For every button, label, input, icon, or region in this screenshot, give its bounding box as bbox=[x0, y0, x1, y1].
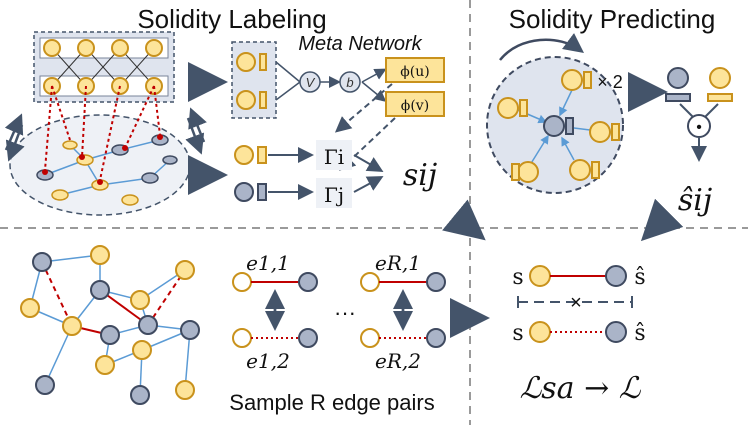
e11-label: e1,1 bbox=[246, 251, 290, 275]
gamma-i-label: Γi bbox=[324, 145, 344, 169]
sample-graph-disc bbox=[9, 85, 191, 216]
times-two-label: × 2 bbox=[597, 72, 623, 92]
sampled-graph bbox=[20, 245, 200, 405]
loss-block: s ŝ × s ŝ ℒsa → ℒ bbox=[512, 265, 646, 406]
node-b bbox=[339, 71, 361, 93]
layer-node bbox=[43, 39, 61, 57]
phi-v-label: ϕ(v) bbox=[401, 98, 429, 114]
edge-pair-1: e1,1 e1,2 bbox=[232, 251, 318, 373]
loss-s-bottom: s bbox=[512, 321, 523, 346]
solidity-predicting-title: Solidity Predicting bbox=[509, 4, 716, 34]
layer-row-top bbox=[39, 37, 169, 59]
layer-row-bottom bbox=[39, 75, 169, 97]
eR2-label: eR,2 bbox=[375, 349, 421, 373]
loss-s-top: s bbox=[512, 265, 523, 290]
phi-u-label: ϕ(u) bbox=[400, 64, 429, 80]
meta-network-label: Meta Network bbox=[298, 33, 422, 55]
phi-u-box bbox=[385, 57, 445, 83]
dot-op-label: • bbox=[696, 119, 702, 136]
loss-s-hat-bottom: ŝ bbox=[634, 321, 645, 346]
solidity-labeling-title: Solidity Labeling bbox=[137, 4, 326, 34]
eR1-label: eR,1 bbox=[375, 251, 421, 275]
loss-cross: × bbox=[570, 292, 582, 314]
gamma-j-box bbox=[316, 178, 352, 208]
meta-input-box bbox=[231, 41, 277, 119]
hypergraph-block bbox=[33, 31, 175, 103]
layer-node bbox=[145, 39, 163, 57]
node-v-label: V bbox=[306, 75, 316, 90]
edge-pair-R: eR,1 eR,2 bbox=[360, 251, 446, 373]
s-ij-label: sij bbox=[403, 158, 437, 193]
layer-node bbox=[111, 39, 129, 57]
node-b-label: b bbox=[346, 75, 353, 90]
node-v bbox=[299, 71, 321, 93]
prediction-disc: × 2 bbox=[486, 33, 624, 194]
gamma-inputs bbox=[234, 145, 267, 202]
loss-s-hat-top: ŝ bbox=[634, 265, 645, 290]
layer-node bbox=[77, 39, 95, 57]
e12-label: e1,2 bbox=[246, 349, 290, 373]
ellipsis: ··· bbox=[334, 300, 356, 325]
dot-op-node bbox=[687, 114, 711, 138]
sample-caption: Sample R edge pairs bbox=[229, 390, 434, 415]
gamma-i-box bbox=[316, 140, 352, 170]
loss-formula: ℒsa → ℒ bbox=[520, 371, 642, 406]
gamma-j-label: Γj bbox=[324, 183, 344, 207]
phi-v-box bbox=[385, 91, 445, 117]
s-hat-ij-label: ŝij bbox=[678, 183, 712, 218]
